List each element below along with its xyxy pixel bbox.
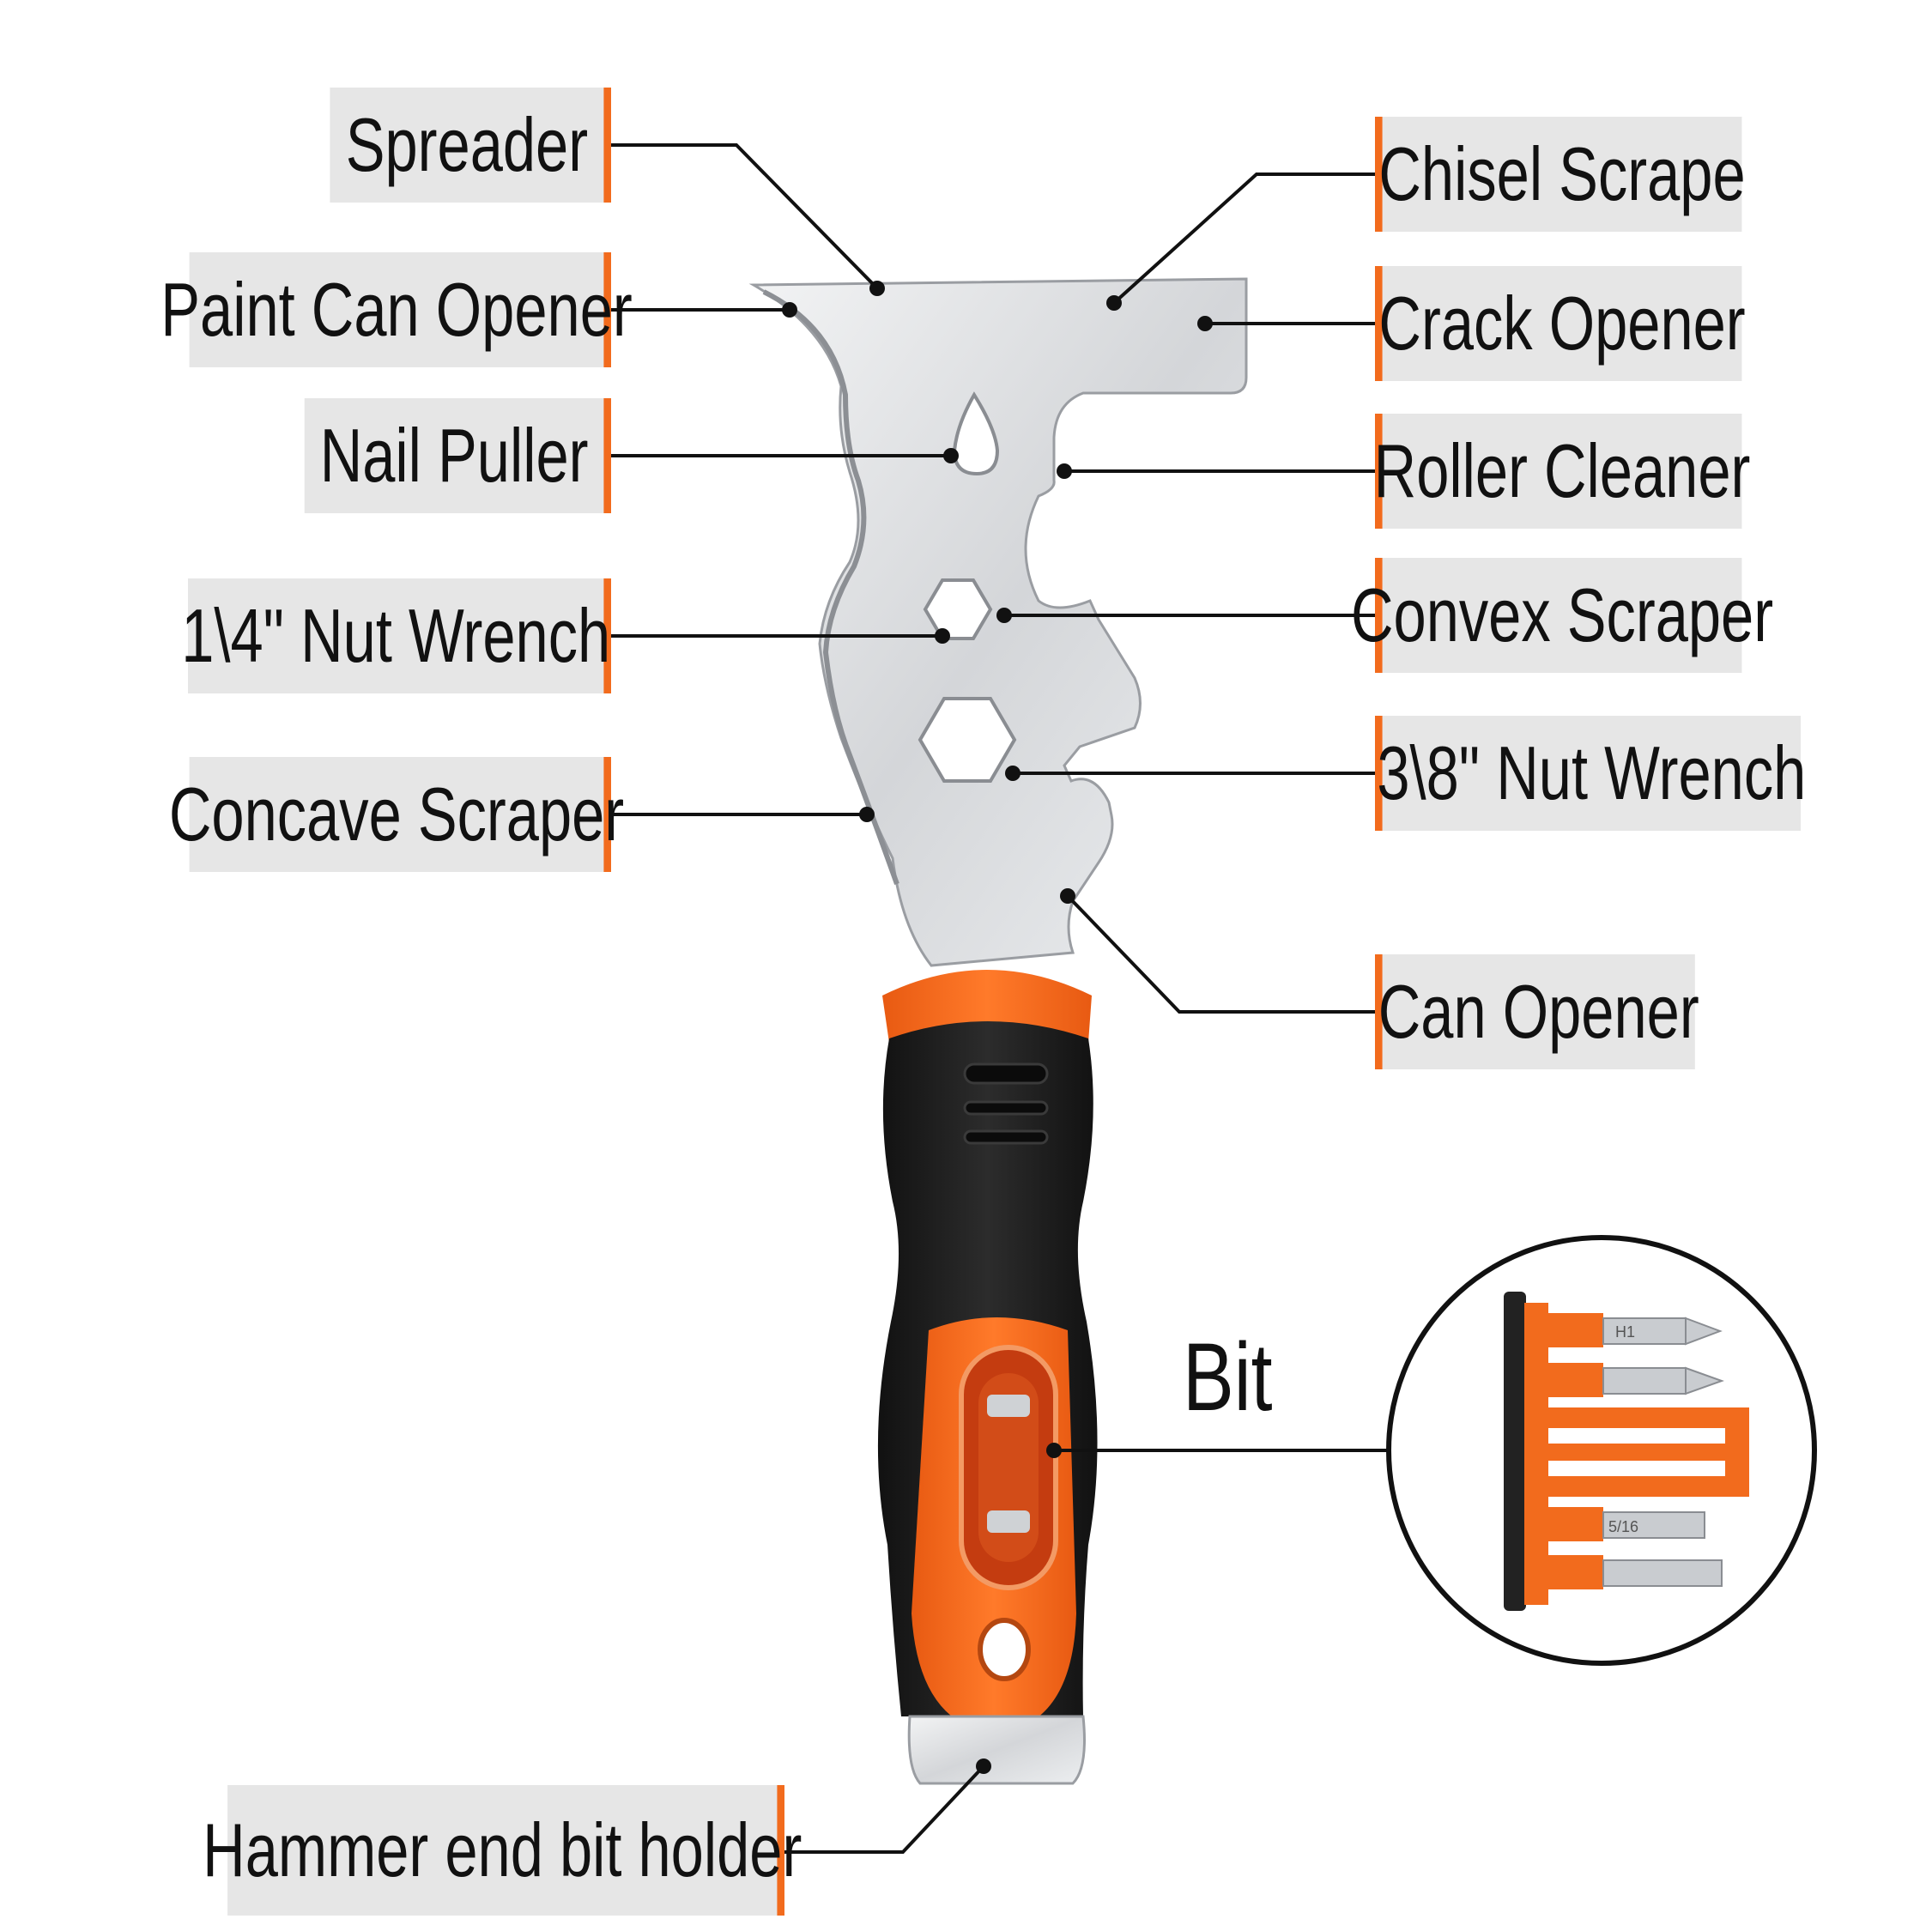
label-roller-cleaner: Roller Cleaner [1374, 414, 1750, 529]
bit-marking-h1: H1 [1615, 1323, 1635, 1341]
label-nut-wrench-quarter: 1\4" Nut Wrench [181, 578, 611, 693]
label-paint-can-opener: Paint Can Opener [160, 252, 633, 367]
label-convex-scraper: Convex Scraper [1351, 558, 1773, 673]
leader-lines [611, 143, 1389, 1854]
bit-marking-5-16: 5/16 [1608, 1518, 1638, 1535]
bit-holder-inset: H1 5/16 [1386, 1235, 1817, 1666]
label-spreader: Spreader [330, 88, 611, 203]
label-nut-wrench-three-eighths: 3\8" Nut Wrench [1375, 716, 1806, 831]
label-concave-scraper: Concave Scraper [169, 757, 624, 872]
blade [748, 277, 1248, 967]
handle [877, 970, 1098, 1785]
label-chisel-scrape: Chisel Scrape [1375, 117, 1746, 232]
label-hammer-end: Hammer end bit holder [203, 1785, 802, 1916]
label-crack-opener: Crack Opener [1375, 266, 1746, 381]
leader-dots [782, 281, 1213, 1774]
bit-label: Bit [1183, 1323, 1273, 1431]
label-nail-puller: Nail Puller [304, 398, 611, 513]
label-can-opener: Can Opener [1375, 954, 1699, 1069]
